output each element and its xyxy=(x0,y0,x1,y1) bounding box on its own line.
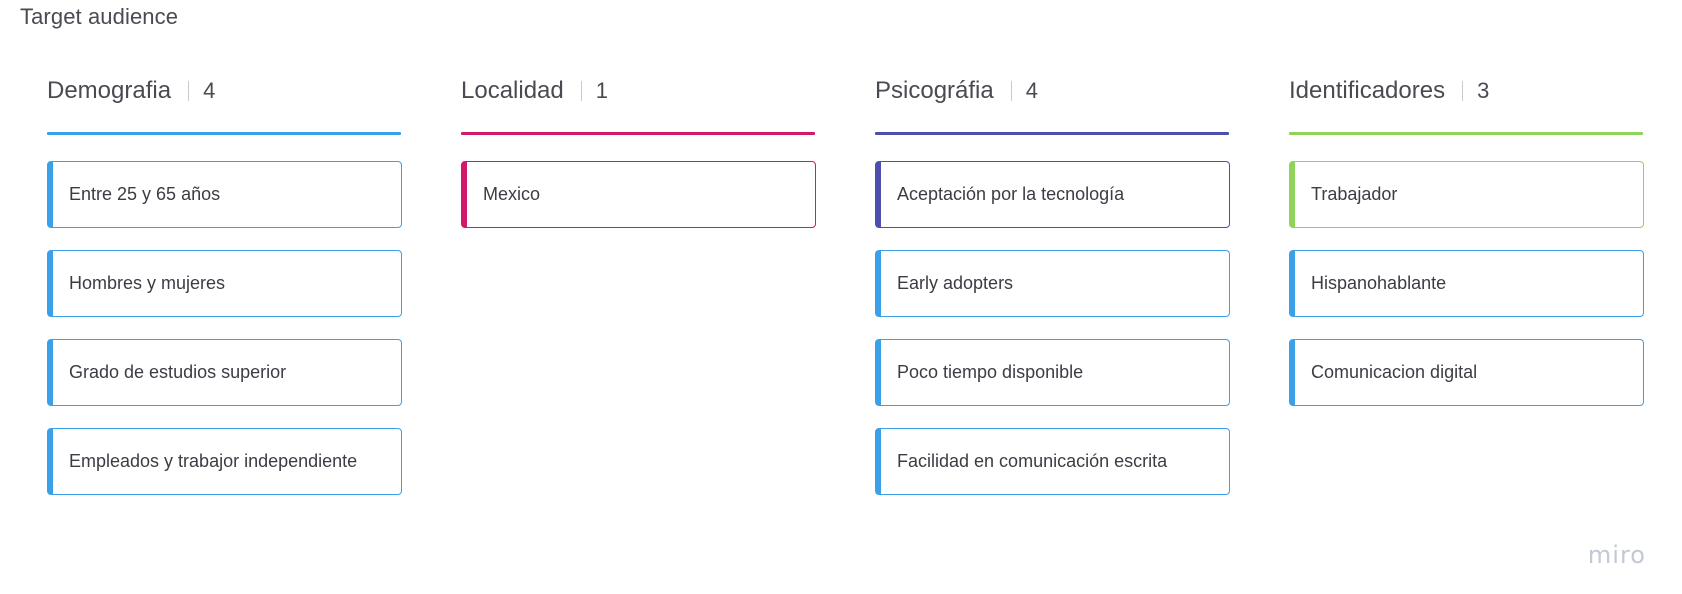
card-text: Hombres y mujeres xyxy=(69,273,226,293)
column-title: Localidad xyxy=(461,77,564,104)
column-header[interactable]: Demografia 4 xyxy=(47,76,403,106)
column-identificadores: Identificadores 3 Trabajador Hispanohabl… xyxy=(1289,76,1645,428)
column-underline xyxy=(875,132,1229,135)
column-header[interactable]: Psicográfia 4 xyxy=(875,76,1231,106)
card[interactable]: Poco tiempo disponible xyxy=(875,339,1230,406)
card-list: Entre 25 y 65 años Hombres y mujeres Gra… xyxy=(47,161,403,495)
column-header[interactable]: Localidad 1 xyxy=(461,76,817,106)
card-text: Comunicacion digital xyxy=(1311,362,1478,382)
column-header[interactable]: Identificadores 3 xyxy=(1289,76,1645,106)
column-header-divider xyxy=(580,81,582,101)
column-underline xyxy=(1289,132,1643,135)
card[interactable]: Entre 25 y 65 años xyxy=(47,161,402,228)
card-text: Trabajador xyxy=(1311,184,1398,204)
card[interactable]: Early adopters xyxy=(875,250,1230,317)
column-underline xyxy=(461,132,815,135)
card-list: Aceptación por la tecnología Early adopt… xyxy=(875,161,1231,495)
card[interactable]: Aceptación por la tecnología xyxy=(875,161,1230,228)
card-text: Facilidad en comunicación escrita xyxy=(897,451,1168,471)
miro-logo: miro xyxy=(1587,541,1646,569)
column-underline xyxy=(47,132,401,135)
card-text: Mexico xyxy=(483,184,541,204)
column-localidad: Localidad 1 Mexico xyxy=(461,76,817,250)
card-text: Empleados y trabajor independiente xyxy=(69,451,358,471)
column-title: Identificadores xyxy=(1289,77,1446,104)
card-list: Trabajador Hispanohablante Comunicacion … xyxy=(1289,161,1645,406)
card[interactable]: Trabajador xyxy=(1289,161,1644,228)
column-card-count: 1 xyxy=(595,78,608,103)
column-card-count: 3 xyxy=(1477,78,1490,103)
card-text: Entre 25 y 65 años xyxy=(69,184,221,204)
card-list: Mexico xyxy=(461,161,817,228)
column-header-divider xyxy=(188,81,190,101)
card[interactable]: Grado de estudios superior xyxy=(47,339,402,406)
card-text: Grado de estudios superior xyxy=(69,362,287,382)
card-text: Early adopters xyxy=(897,273,1014,293)
card-text: Hispanohablante xyxy=(1311,273,1447,293)
card-text: Poco tiempo disponible xyxy=(897,362,1084,382)
column-header-divider xyxy=(1010,81,1012,101)
column-psicografia: Psicográfia 4 Aceptación por la tecnolog… xyxy=(875,76,1231,517)
card[interactable]: Facilidad en comunicación escrita xyxy=(875,428,1230,495)
column-card-count: 4 xyxy=(1025,78,1038,103)
column-demografia: Demografia 4 Entre 25 y 65 años Hombres … xyxy=(47,76,403,517)
card[interactable]: Comunicacion digital xyxy=(1289,339,1644,406)
column-title: Demografia xyxy=(47,77,172,104)
card[interactable]: Mexico xyxy=(461,161,816,228)
card[interactable]: Empleados y trabajor independiente xyxy=(47,428,402,495)
card[interactable]: Hispanohablante xyxy=(1289,250,1644,317)
card-text: Aceptación por la tecnología xyxy=(897,184,1125,204)
column-header-divider xyxy=(1462,81,1464,101)
card[interactable]: Hombres y mujeres xyxy=(47,250,402,317)
frame-title[interactable]: Target audience xyxy=(20,4,179,29)
column-card-count: 4 xyxy=(203,78,216,103)
column-title: Psicográfia xyxy=(875,77,994,104)
